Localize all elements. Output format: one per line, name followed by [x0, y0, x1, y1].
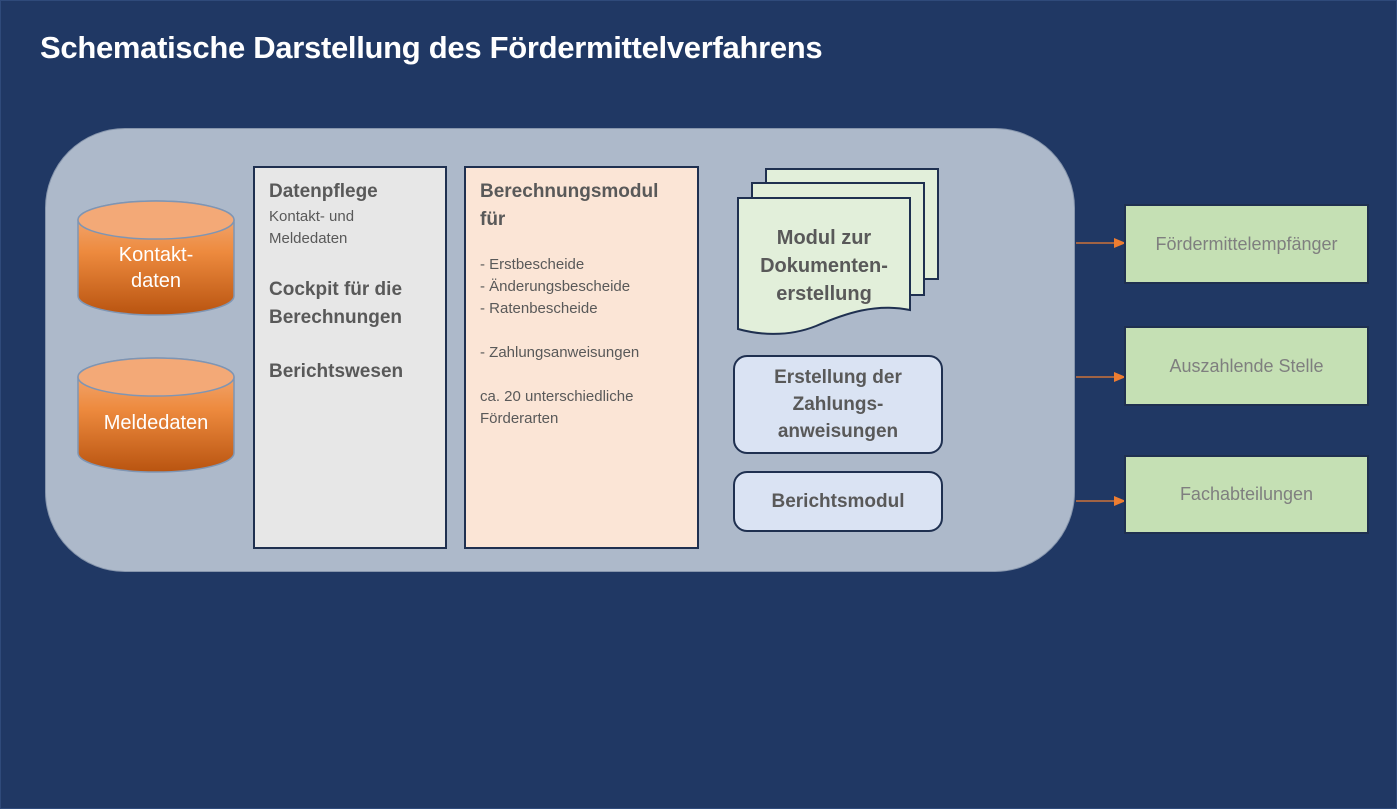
datenpflege-heading: Datenpflege [269, 181, 378, 202]
zahlung-line: Zahlungs- [792, 394, 884, 415]
dokument-line: Dokumenten- [760, 255, 888, 277]
target-foerdermittelempfaenger: Fördermittelempfänger [1124, 204, 1369, 284]
bescheid-item: - Änderungsbescheide [480, 278, 631, 295]
dokumentenmodul-label: Modul zur Dokumenten- erstellung [738, 224, 910, 308]
target-fachabteilungen: Fachabteilungen [1124, 455, 1369, 534]
berichtsmodul-box: Berichtsmodul [733, 471, 943, 532]
dokument-line: erstellung [776, 283, 872, 305]
zahlung-line: anweisungen [777, 421, 899, 442]
multi-document-icon [737, 168, 939, 335]
database-icon [77, 200, 235, 316]
target-label: Fördermittelempfänger [1155, 233, 1338, 254]
dokument-line: Modul zur [776, 227, 872, 249]
target-auszahlende-stelle: Auszahlende Stelle [1124, 326, 1369, 406]
cockpit-heading: Berechnungen [269, 307, 403, 328]
database-label: Kontakt- [118, 244, 194, 266]
datenpflege-sub: Meldedaten [269, 230, 348, 247]
database-label: Meldedaten [103, 412, 209, 434]
database-icon [77, 357, 235, 473]
berechnung-heading: Berechnungsmodul [480, 181, 659, 202]
zahlung-item: - Zahlungsanweisungen [480, 344, 640, 361]
foerderarten-note: Förderarten [480, 410, 559, 427]
berichtsmodul-label: Berichtsmodul [771, 491, 905, 512]
berechnung-heading: für [480, 209, 506, 230]
cockpit-heading: Cockpit für die [269, 279, 403, 300]
database-kontaktdaten: Kontakt-daten [77, 200, 235, 318]
arrow-icon [1076, 238, 1126, 248]
zahlungsanweisungen-box: Erstellung der Zahlungs- anweisungen [733, 355, 943, 454]
target-label: Fachabteilungen [1179, 484, 1314, 504]
arrow-icon [1076, 496, 1126, 506]
zahlung-line: Erstellung der [774, 367, 902, 388]
arrow-icon [1076, 372, 1126, 382]
berechnungsmodul-box: Berechnungsmodul für - Erstbescheide - Ä… [464, 166, 699, 549]
bescheid-item: - Erstbescheide [480, 256, 585, 273]
target-label: Auszahlende Stelle [1169, 355, 1324, 376]
berichtswesen-heading: Berichtswesen [269, 361, 404, 382]
database-label: daten [130, 270, 182, 292]
page-title: Schematische Darstellung des Fördermitte… [40, 30, 823, 65]
bescheid-item: - Ratenbescheide [480, 300, 598, 317]
datenpflege-sub: Kontakt- und [269, 208, 355, 225]
foerderarten-note: ca. 20 unterschiedliche [480, 388, 634, 405]
database-meldedaten: Meldedaten [77, 357, 235, 475]
datenpflege-box: Datenpflege Kontakt- und Meldedaten Cock… [253, 166, 447, 549]
